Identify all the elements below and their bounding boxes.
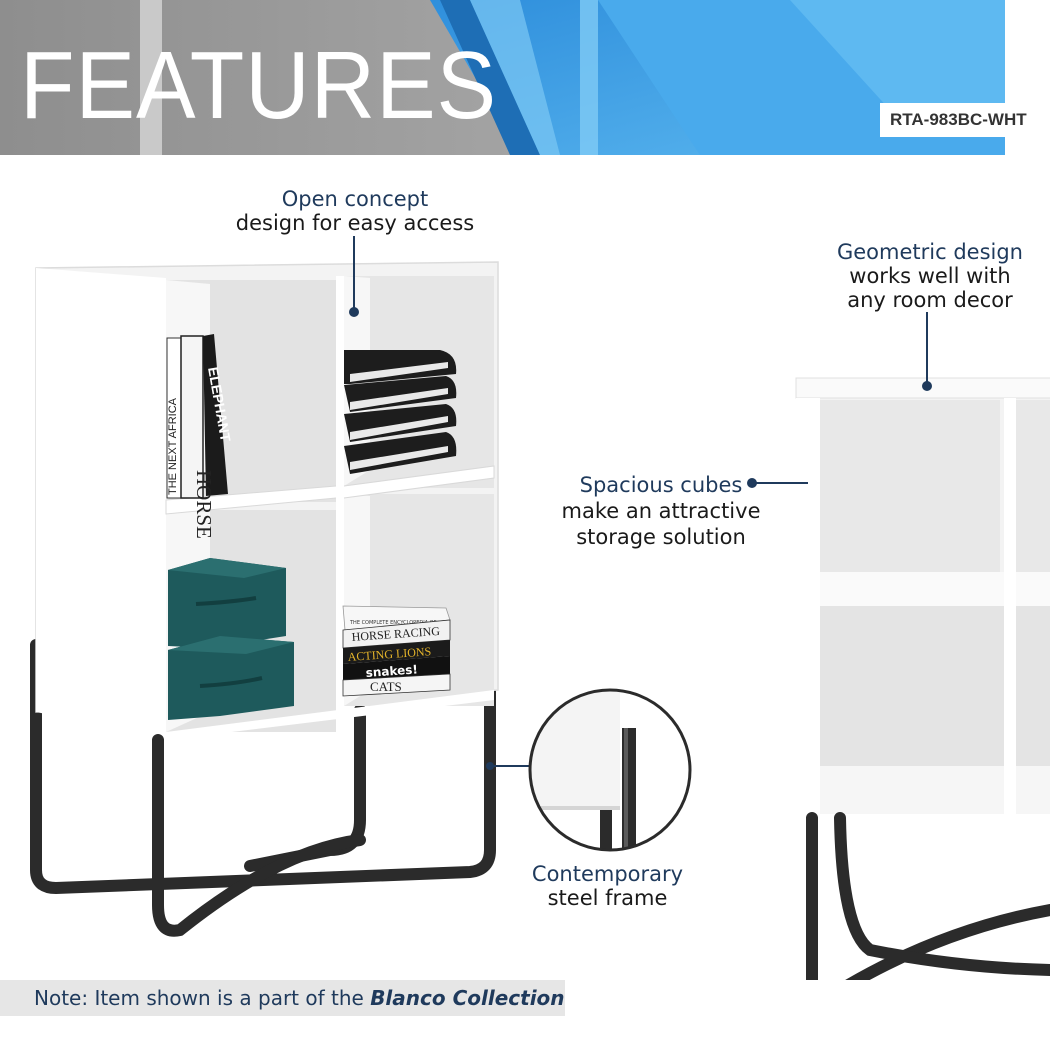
- callout-spacious-rest-1: make an attractive: [561, 499, 761, 523]
- callout-geometric-rest-2: any room decor: [847, 288, 1013, 312]
- right-book-stack: THE COMPLETE ENCYCLOPEDIA OF HORSE RACIN…: [342, 605, 451, 697]
- callout-open-concept-highlight: Open concept: [281, 187, 429, 211]
- bookcase-side-view: [795, 377, 1050, 980]
- book-cats: CATS: [370, 679, 402, 694]
- callout-open-concept: Open concept design for easy access: [220, 187, 490, 235]
- banner-title: FEATURES: [20, 32, 498, 139]
- callout-steel-rest: steel frame: [547, 886, 668, 910]
- features-banner: FEATURES RTA-983BC-WHT: [0, 0, 1050, 155]
- callout-steel: Contemporary steel frame: [520, 862, 695, 910]
- steel-detail-zoom: [486, 688, 692, 852]
- callout-spacious-rest-2: storage solution: [576, 525, 746, 549]
- book-small-title: THE COMPLETE ENCYCLOPEDIA OF: [349, 620, 437, 626]
- callout-geometric-rest-1: works well with: [849, 264, 1011, 288]
- product-scene: THE NEXT AFRICA HORSE ELEPHANT: [30, 236, 1050, 980]
- callout-geometric-highlight: Geometric design: [836, 240, 1023, 264]
- note-prefix: Note: Item shown is a part of the: [34, 986, 371, 1010]
- callout-spacious: Spacious cubes make an attractive storag…: [556, 472, 766, 550]
- book-spine-horse: HORSE: [192, 470, 216, 539]
- callout-dot-geometric: [922, 381, 932, 391]
- cabinet-side: [36, 268, 166, 738]
- callout-geometric: Geometric design works well with any roo…: [830, 240, 1030, 312]
- callout-steel-highlight: Contemporary: [531, 862, 684, 886]
- book-horse-racing: HORSE RACING: [351, 624, 440, 644]
- note-collection-name: Blanco Collection: [370, 986, 565, 1010]
- storage-boxes: [168, 558, 294, 720]
- book-spine-next-africa: THE NEXT AFRICA: [167, 397, 179, 495]
- steel-frame-front: [152, 734, 366, 937]
- banner-background: [0, 0, 1050, 155]
- letter-trays: [344, 350, 457, 474]
- left-book-stack: THE NEXT AFRICA HORSE ELEPHANT: [166, 334, 234, 539]
- callout-dot-open: [349, 307, 359, 317]
- callout-spacious-highlight: Spacious cubes: [579, 473, 743, 497]
- collection-note: Note: Item shown is a part of the Blanco…: [0, 980, 565, 1016]
- sku-label: RTA-983BC-WHT: [880, 103, 1050, 137]
- callout-open-concept-rest: design for easy access: [235, 211, 475, 235]
- bookcase-front-view: THE NEXT AFRICA HORSE ELEPHANT: [30, 261, 499, 937]
- book-snakes: snakes!: [365, 662, 418, 680]
